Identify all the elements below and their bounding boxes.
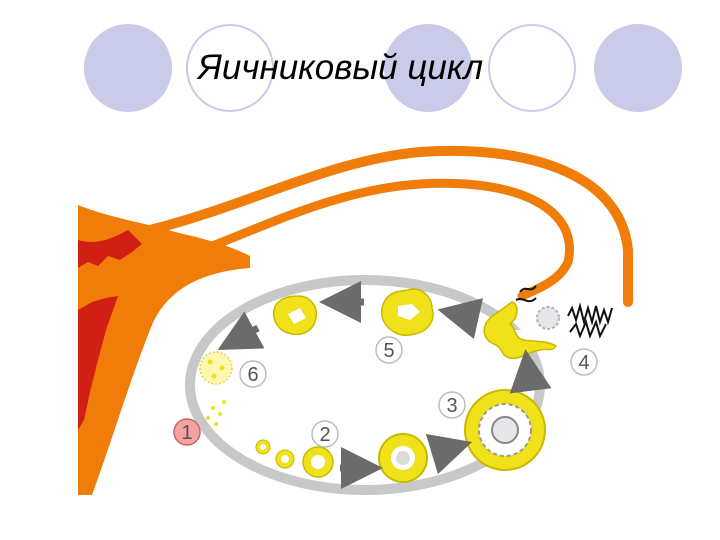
uterus-wall	[78, 205, 250, 495]
stage-marker-4: 4	[570, 348, 598, 376]
released-egg	[536, 306, 560, 330]
primordial-follicles	[206, 400, 226, 426]
corpus-luteum-regressing	[272, 295, 318, 336]
decorative-circle	[186, 24, 274, 112]
arrow	[437, 298, 484, 340]
growing-follicle-small	[255, 439, 271, 455]
decorative-circle	[594, 24, 682, 112]
growing-follicle	[302, 446, 334, 478]
slide-header: Яичниковый цикл	[0, 0, 720, 140]
stage-marker-1: 1	[173, 418, 201, 446]
fallopian-tube	[165, 178, 574, 301]
arrow	[425, 433, 473, 475]
stage-label: 2	[319, 424, 330, 446]
stage-marker-5: 5	[375, 336, 403, 364]
stage-label: 6	[247, 364, 258, 386]
stage-marker-6: 6	[239, 360, 267, 388]
fimbriae	[515, 285, 613, 339]
decorative-circle	[488, 24, 576, 112]
stage-marker-3: 3	[438, 391, 466, 419]
stage-label: 3	[446, 395, 457, 417]
fallopian-tube	[145, 145, 633, 307]
corpus-luteum	[380, 288, 434, 336]
endometrium	[78, 230, 142, 268]
mature-follicle	[464, 389, 546, 471]
corpus-albicans	[199, 351, 233, 385]
decorative-circle	[84, 24, 172, 112]
slide-title: Яичниковый цикл	[198, 48, 484, 87]
ovulation-follicle	[483, 301, 558, 360]
cycle-arrows	[217, 281, 552, 489]
stage-marker-2: 2	[311, 420, 339, 448]
secondary-follicle	[378, 433, 428, 483]
endometrium	[78, 296, 118, 430]
stage-label: 4	[578, 352, 589, 374]
decorative-circle	[384, 24, 472, 112]
arrow	[509, 349, 552, 394]
stage-label: 5	[383, 340, 394, 362]
growing-follicle-small	[275, 449, 295, 469]
arrow	[217, 311, 265, 351]
stage-label: 1	[181, 422, 192, 444]
